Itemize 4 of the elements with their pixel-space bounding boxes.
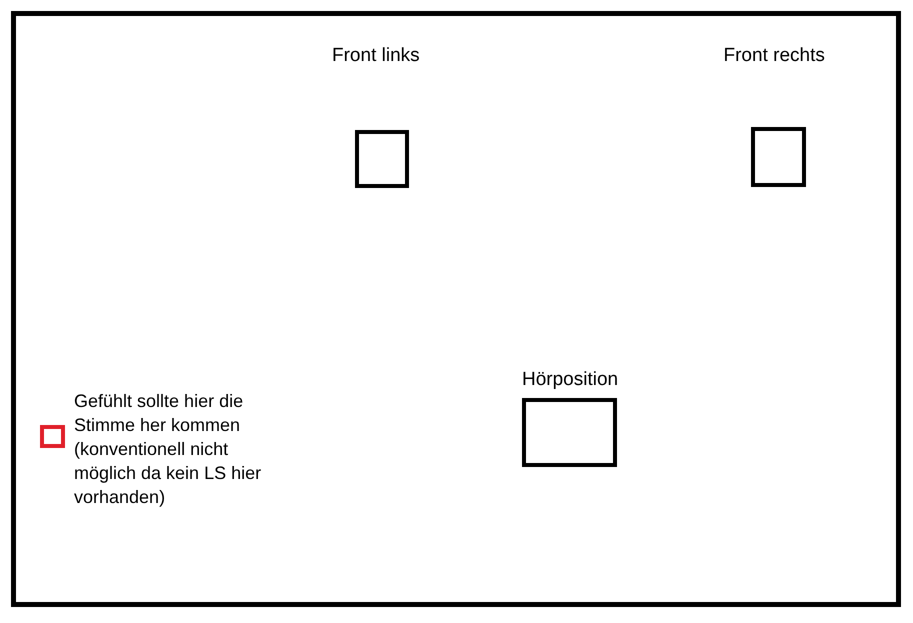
node-label: Hörposition bbox=[522, 369, 618, 391]
note-text: Gefühlt sollte hier die Stimme her kommen (konventionell nicht möglich da kein LS hier vorhanden) bbox=[74, 390, 262, 509]
node-label: Front rechts bbox=[724, 45, 825, 67]
node-label: Front links bbox=[332, 45, 420, 67]
